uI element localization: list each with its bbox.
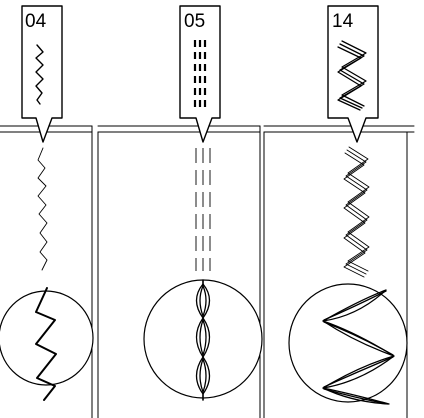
triple-zigzag-seam: [343, 146, 370, 278]
stitch-panel-14: 14: [263, 5, 415, 418]
triple-straight-seam: [195, 148, 211, 271]
magnifier-circle: [288, 283, 408, 403]
magnifier-circle: [0, 290, 94, 386]
triple-zigzag-detail: [322, 289, 395, 405]
triple-straight-icon: [193, 40, 207, 107]
zigzag-icon: [35, 44, 44, 105]
stitch-code-label: 05: [184, 11, 205, 32]
fabric-outline: [263, 125, 415, 418]
stitch-panel-04: 04: [0, 5, 94, 418]
stitch-code-label: 14: [332, 11, 354, 32]
stitch-code-box: [179, 5, 221, 143]
triple-zigzag-icon: [337, 40, 367, 111]
stitch-panel-05: 05: [97, 5, 263, 418]
stitch-code-box: [21, 5, 63, 143]
magnifier-circle: [143, 279, 263, 399]
fabric-outline: [97, 125, 261, 418]
zigzag-seam: [37, 147, 48, 271]
stitch-code-label: 04: [25, 11, 47, 32]
zigzag-detail: [35, 287, 57, 401]
triple-straight-detail: [195, 279, 211, 401]
